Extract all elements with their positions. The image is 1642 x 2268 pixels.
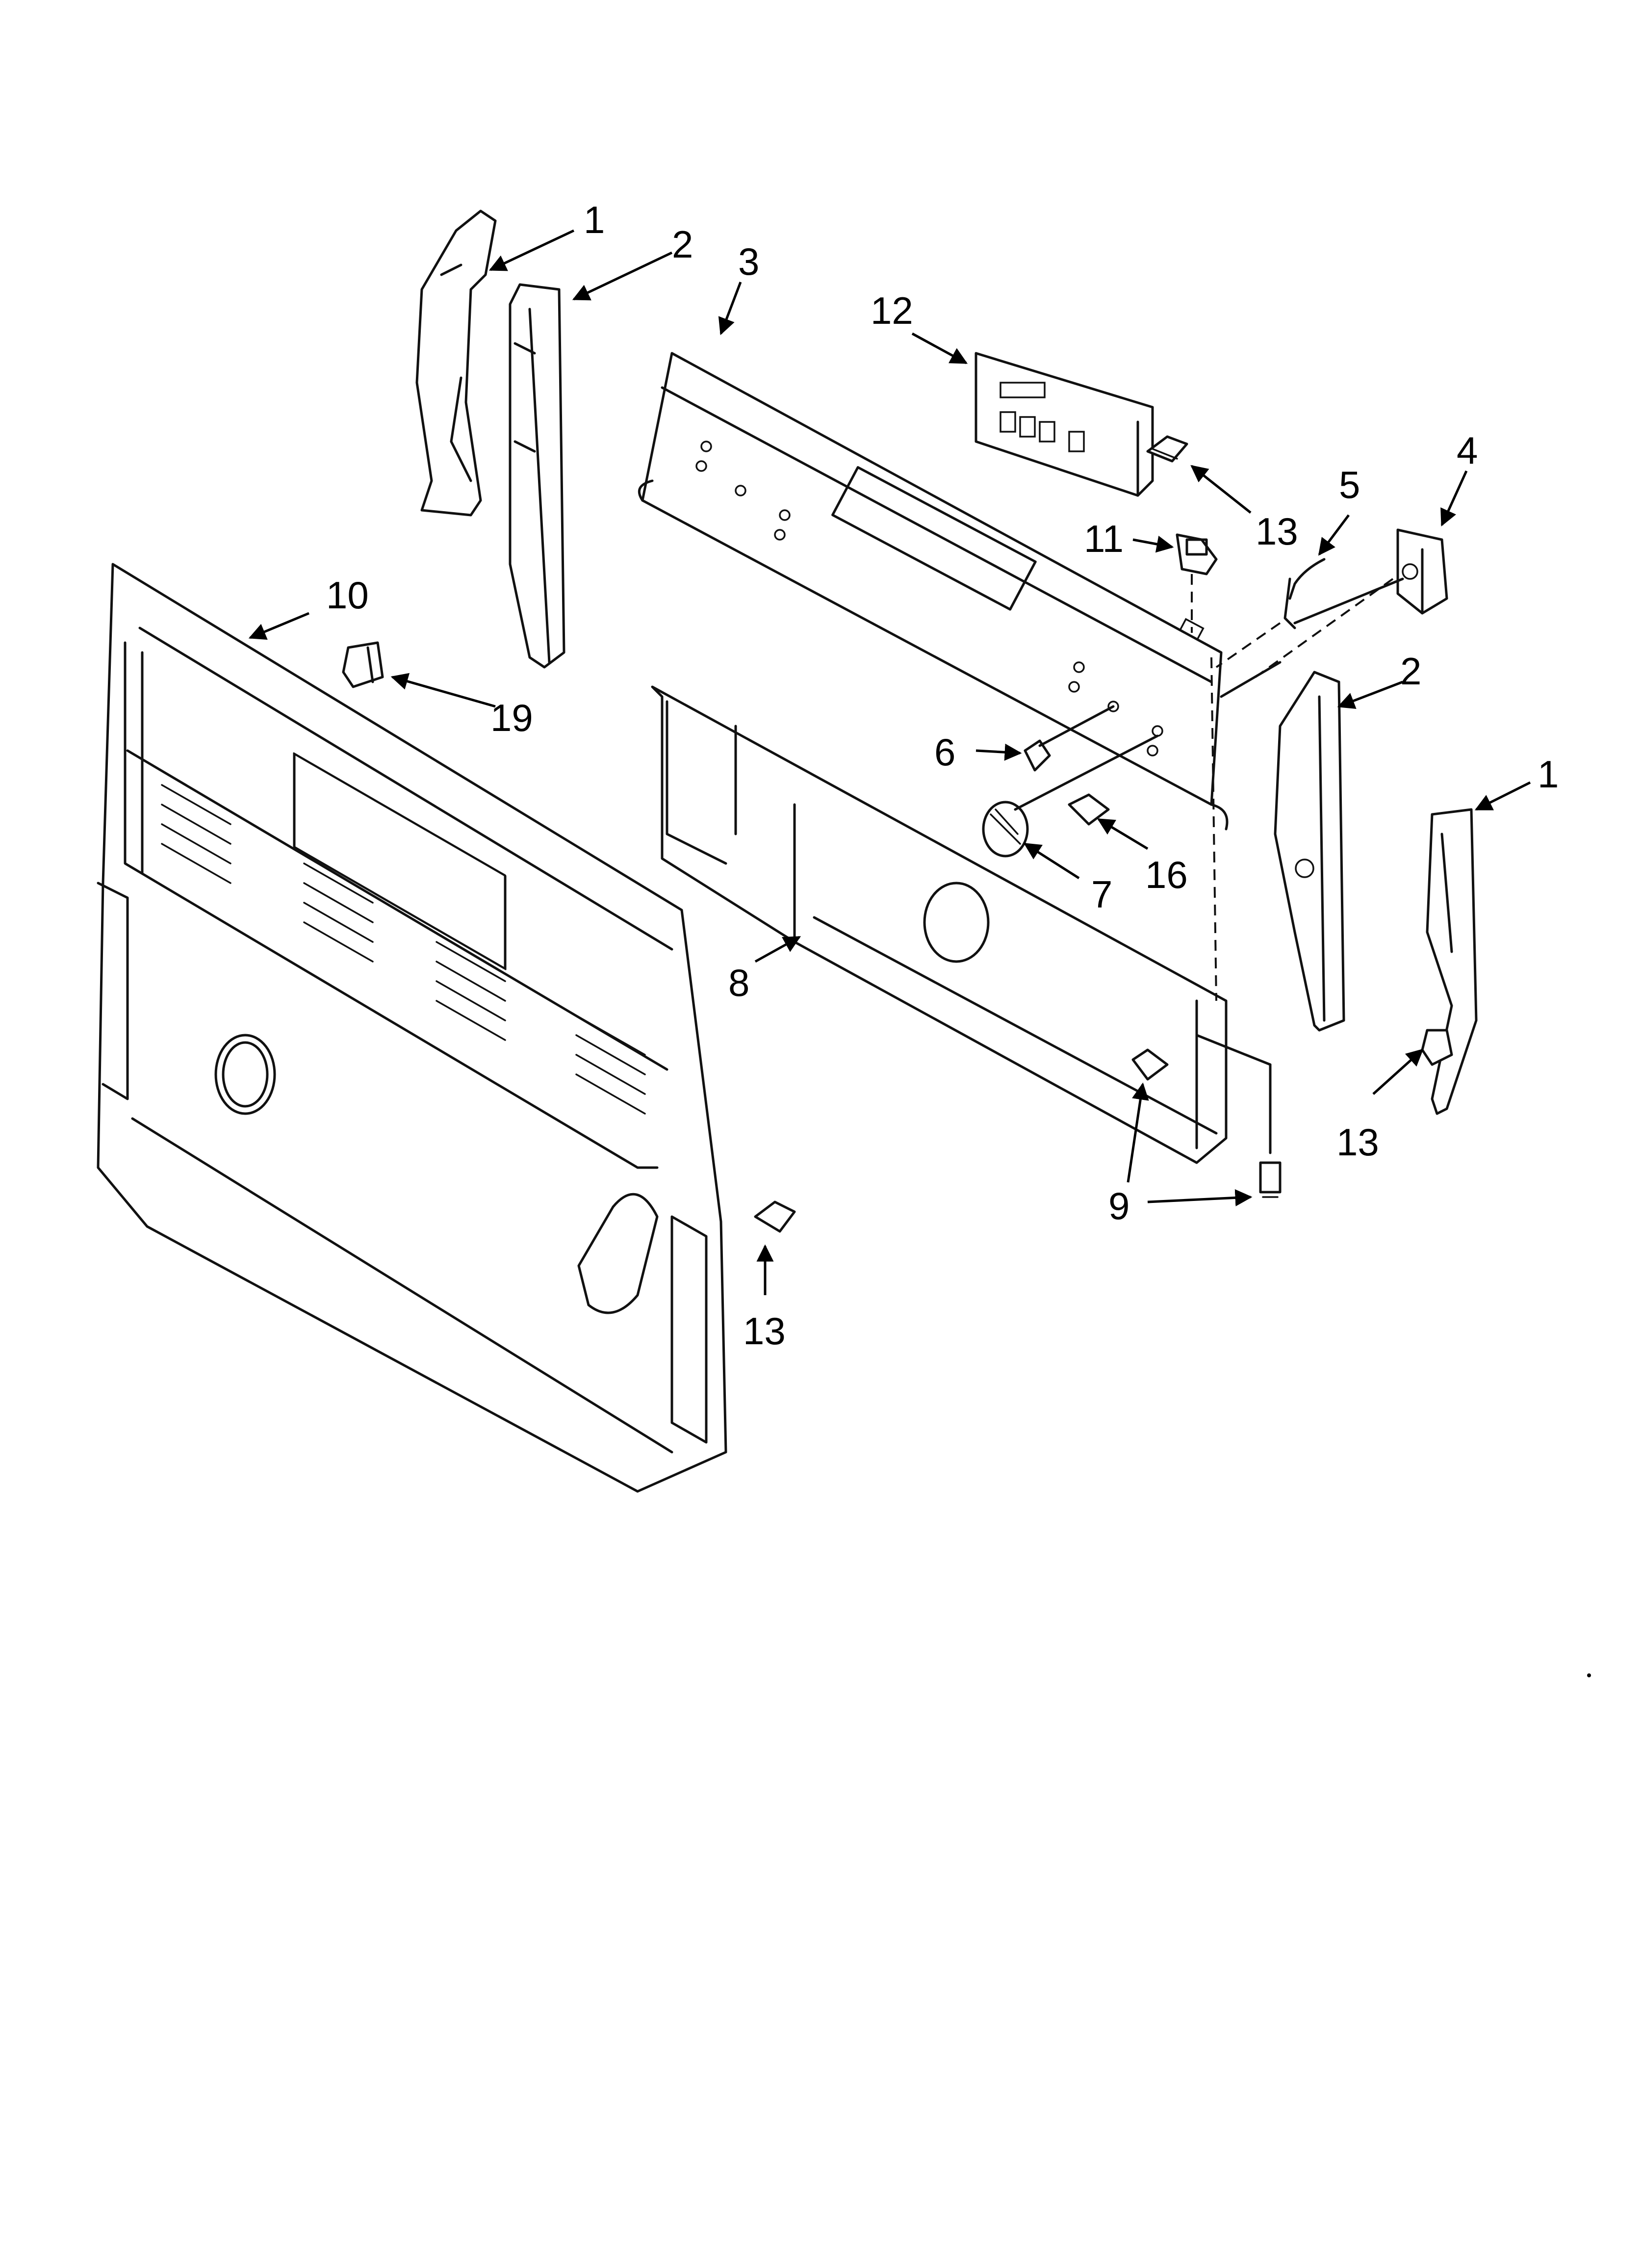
vent-slots-group-1 — [161, 784, 231, 884]
end-cap-left — [415, 209, 497, 517]
control-knob — [982, 734, 1159, 858]
callout-1-right: 1 — [1538, 753, 1559, 796]
callout-3: 3 — [738, 240, 759, 283]
callout-8: 8 — [728, 961, 749, 1004]
control-panel-burner-hole — [923, 882, 990, 963]
callout-2-right: 2 — [1400, 650, 1421, 693]
callout-2-top-left: 2 — [672, 223, 693, 266]
electronic-oven-control — [975, 352, 1154, 497]
side-bracket-right — [1274, 671, 1345, 1032]
callout-12: 12 — [871, 289, 913, 332]
callout-13-right: 13 — [1336, 1121, 1379, 1164]
vent-slots-group-2 — [303, 862, 374, 963]
harness-clip — [342, 641, 384, 688]
side-bracket-left — [509, 283, 565, 669]
screw-16 — [1068, 793, 1110, 826]
callout-13-top: 13 — [1256, 510, 1298, 553]
callout-11: 11 — [1084, 517, 1124, 560]
round-access-hole — [214, 1034, 276, 1115]
screw-13b — [754, 1200, 796, 1233]
wire-harness — [1283, 558, 1326, 629]
callout-10: 10 — [326, 574, 369, 617]
panel-pin — [1024, 705, 1115, 772]
callout-13-bottom: 13 — [743, 1309, 786, 1353]
screw-9a — [1131, 1048, 1169, 1081]
lower-manifold-panel — [651, 685, 1228, 1164]
callout-16: 16 — [1145, 853, 1188, 896]
infinite-switch — [1396, 528, 1448, 615]
callout-4: 4 — [1457, 429, 1478, 472]
callout-5: 5 — [1339, 463, 1360, 506]
oval-access-hole — [577, 1193, 659, 1314]
screw-13c — [1421, 1029, 1453, 1066]
screw-9b — [1259, 1161, 1282, 1198]
callout-1-top-left: 1 — [584, 198, 605, 241]
control-panel — [638, 352, 1229, 831]
end-cap-right — [1426, 808, 1478, 1115]
screw-13a — [1146, 435, 1188, 463]
callout-19: 19 — [490, 696, 533, 739]
rear-back-panel — [97, 563, 727, 1493]
vent-slots-group-4 — [575, 1015, 646, 1115]
vent-slots-group-3 — [436, 941, 506, 1041]
callout-7: 7 — [1091, 873, 1112, 916]
oven-light-switch — [1176, 533, 1218, 575]
callout-6: 6 — [934, 730, 955, 774]
callout-9: 9 — [1108, 1184, 1129, 1227]
stray-dot — [1587, 1673, 1591, 1677]
display-window — [831, 466, 1037, 611]
